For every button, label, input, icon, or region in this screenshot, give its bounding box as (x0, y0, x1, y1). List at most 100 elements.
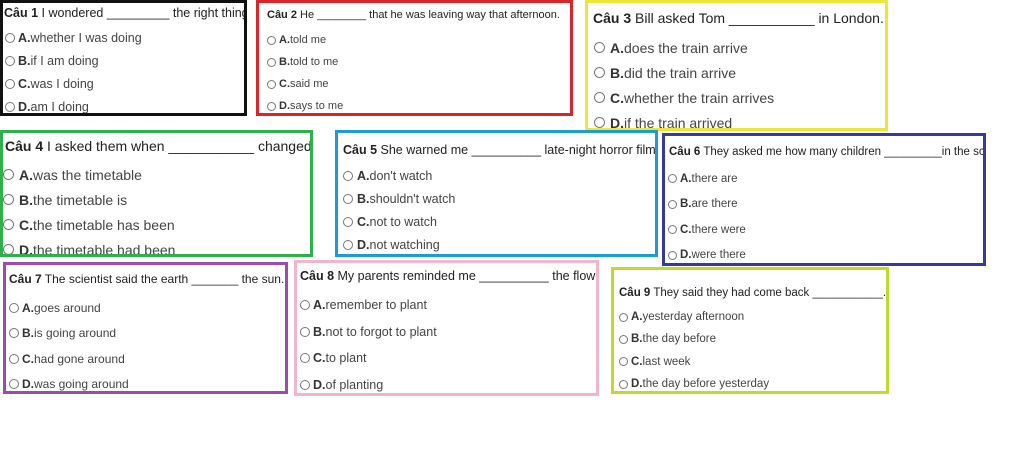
question-card-3: Câu 3 Bill asked Tom ___________ in Lond… (585, 0, 888, 131)
answer-option-b[interactable]: B. shouldn't watch (343, 187, 655, 210)
radio-button-icon[interactable] (343, 216, 353, 227)
radio-button-icon[interactable] (619, 334, 628, 344)
radio-button-icon[interactable] (300, 326, 310, 337)
answer-option-a[interactable]: A. whether I was doing (5, 26, 244, 49)
answer-option-c[interactable]: C. there were (668, 217, 983, 243)
option-letter: D. (19, 241, 33, 257)
radio-button-icon[interactable] (5, 78, 15, 89)
radio-button-icon[interactable] (5, 55, 15, 66)
answer-option-a[interactable]: A. yesterday afternoon (619, 306, 886, 328)
option-letter: B. (680, 198, 692, 211)
answer-option-c[interactable]: C. the timetable has been (3, 212, 310, 237)
option-letter: D. (279, 100, 290, 112)
radio-button-icon[interactable] (668, 225, 677, 235)
question-stem: Câu 5 She warned me __________ late-nigh… (343, 143, 655, 157)
answer-option-a[interactable]: A. there are (668, 166, 983, 192)
answer-option-b[interactable]: B. is going around (9, 321, 285, 347)
radio-button-icon[interactable] (619, 379, 628, 389)
answer-option-b[interactable]: B. told to me (267, 51, 570, 73)
answer-option-c[interactable]: C. not to watch (343, 210, 655, 233)
radio-button-icon[interactable] (594, 117, 605, 128)
radio-button-icon[interactable] (300, 300, 310, 311)
option-letter: B. (18, 53, 31, 68)
question-number: Câu 3 (593, 10, 632, 26)
question-text: I asked them when ___________ changed. (43, 138, 313, 154)
answer-option-d[interactable]: D. were there (668, 243, 983, 264)
radio-button-icon[interactable] (267, 79, 276, 89)
answer-option-b[interactable]: B. if I am doing (5, 49, 244, 72)
radio-button-icon[interactable] (3, 194, 14, 205)
answer-option-b[interactable]: B. did the train arrive (594, 60, 885, 85)
radio-button-icon[interactable] (619, 357, 628, 367)
answer-option-a[interactable]: A. told me (267, 29, 570, 51)
radio-button-icon[interactable] (343, 193, 353, 204)
answer-option-d[interactable]: D. was going around (9, 372, 285, 391)
radio-button-icon[interactable] (300, 379, 310, 390)
question-text: He ________ that he was leaving way that… (296, 9, 560, 21)
answer-option-b[interactable]: B. the timetable is (3, 187, 310, 212)
option-text: the timetable had been (33, 241, 176, 257)
answer-option-d[interactable]: D. says to me (267, 95, 570, 113)
answer-option-d[interactable]: D. the day before yesterday (619, 373, 886, 391)
answer-option-c[interactable]: C. last week (619, 351, 886, 373)
option-text: not to watch (369, 214, 437, 229)
answer-option-d[interactable]: D. not watching (343, 233, 655, 254)
answer-option-d[interactable]: D. of planting (300, 372, 596, 394)
option-text: shouldn't watch (369, 191, 456, 206)
option-text: if the train arrived (624, 114, 733, 131)
option-text: remember to plant (325, 298, 427, 313)
option-text: the day before yesterday (642, 378, 770, 391)
answer-option-c[interactable]: C. whether the train arrives (594, 85, 885, 110)
question-number: Câu 7 (9, 272, 42, 286)
question-stem: Câu 6 They asked me how many children __… (669, 146, 983, 158)
radio-button-icon[interactable] (3, 244, 14, 254)
radio-button-icon[interactable] (267, 35, 276, 45)
option-letter: C. (22, 351, 34, 366)
radio-button-icon[interactable] (267, 101, 276, 111)
option-text: were there (691, 249, 746, 262)
radio-button-icon[interactable] (668, 250, 677, 260)
option-letter: B. (313, 324, 326, 339)
question-stem: Câu 3 Bill asked Tom ___________ in Lond… (593, 10, 885, 26)
radio-button-icon[interactable] (619, 312, 628, 322)
question-number: Câu 2 (267, 9, 297, 21)
radio-button-icon[interactable] (668, 174, 677, 184)
radio-button-icon[interactable] (9, 379, 19, 390)
radio-button-icon[interactable] (9, 353, 19, 364)
radio-button-icon[interactable] (9, 328, 19, 339)
answer-option-c[interactable]: C. to plant (300, 345, 596, 372)
radio-button-icon[interactable] (3, 169, 14, 180)
answer-option-a[interactable]: A. does the train arrive (594, 35, 885, 60)
answer-option-c[interactable]: C. said me (267, 73, 570, 95)
answer-option-b[interactable]: B. the day before (619, 328, 886, 350)
answer-option-b[interactable]: B. are there (668, 192, 983, 218)
option-text: there were (691, 223, 746, 236)
radio-button-icon[interactable] (668, 199, 677, 209)
radio-button-icon[interactable] (343, 170, 353, 181)
answer-option-c[interactable]: C. was I doing (5, 72, 244, 95)
radio-button-icon[interactable] (343, 239, 353, 250)
option-text: whether I was doing (30, 30, 142, 45)
option-text: there are (691, 172, 738, 185)
option-text: not watching (369, 237, 440, 252)
answer-option-b[interactable]: B. not to forgot to plant (300, 319, 596, 346)
radio-button-icon[interactable] (267, 57, 276, 67)
radio-button-icon[interactable] (3, 219, 14, 230)
radio-button-icon[interactable] (594, 67, 605, 78)
radio-button-icon[interactable] (300, 353, 310, 364)
answer-option-d[interactable]: D. am I doing (5, 95, 244, 113)
answer-option-a[interactable]: A. don't watch (343, 164, 655, 187)
radio-button-icon[interactable] (5, 101, 15, 112)
radio-button-icon[interactable] (5, 32, 15, 43)
answer-option-c[interactable]: C. had gone around (9, 346, 285, 372)
answer-option-a[interactable]: A. goes around (9, 295, 285, 321)
radio-button-icon[interactable] (594, 42, 605, 53)
answer-option-d[interactable]: D. if the train arrived (594, 110, 885, 131)
answer-option-a[interactable]: A. was the timetable (3, 162, 310, 187)
answer-option-a[interactable]: A. remember to plant (300, 292, 596, 319)
radio-button-icon[interactable] (594, 92, 605, 103)
option-text: the day before (642, 333, 717, 346)
answer-option-d[interactable]: D. the timetable had been (3, 237, 310, 257)
radio-button-icon[interactable] (9, 302, 19, 313)
option-letter: D. (610, 114, 624, 131)
